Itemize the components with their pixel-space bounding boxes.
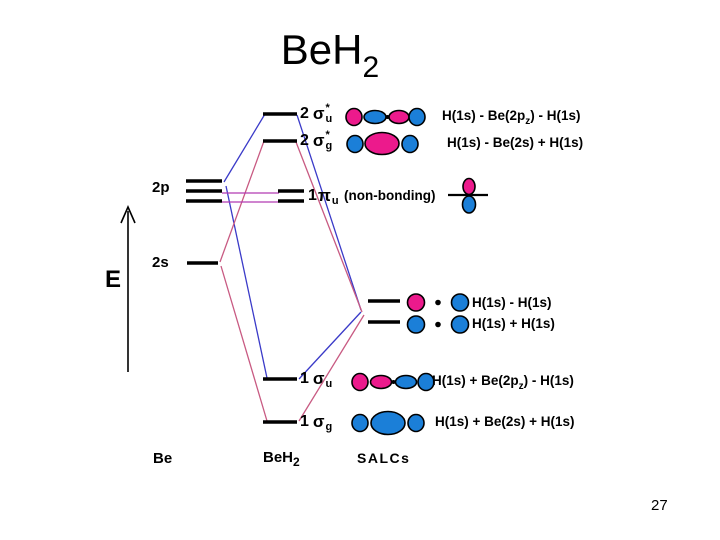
slide-title: BeH2 [0, 26, 660, 85]
column-footer-beh2: BeH2 [263, 449, 300, 469]
correlation-lines-right [295, 114, 365, 422]
column-footer-be: Be [153, 450, 173, 467]
combo-label-2sigmau: H(1s) - Be(2pz) - H(1s) [442, 108, 581, 127]
title-subscript: 2 [362, 51, 380, 84]
sigma2u-star-orbital-diagram [345, 107, 426, 127]
combo-label-2sigmag: H(1s) - Be(2s) + H(1s) [447, 135, 584, 150]
sigma1u-orbital-diagram [351, 372, 435, 392]
energy-axis-arrow [120, 205, 136, 372]
combo-label-1sigmau: H(1s) + Be(2pz) - H(1s) [432, 373, 574, 392]
ao-label-2s: 2s [152, 254, 169, 271]
combo-label-salc-plus: H(1s) + H(1s) [472, 316, 555, 331]
line-2p-to-1sigmau [225, 185, 268, 379]
sigma2g-star-orbital-diagram [346, 131, 419, 156]
nonbonding-note: (non-bonding) [344, 188, 436, 203]
line-salc-to-1sigmau [298, 311, 362, 380]
sigma1g-orbital-diagram [351, 410, 425, 436]
title-formula: BeH [280, 26, 363, 73]
energy-axis-label: E [105, 266, 122, 293]
salc-minus-orbital-diagram [406, 293, 470, 312]
salc-plus-orbital-diagram [406, 315, 470, 334]
correlation-lines-left [219, 113, 279, 422]
line-2s-to-1sigmag [220, 265, 268, 422]
combo-label-1sigmag: H(1s) + Be(2s) + H(1s) [435, 414, 575, 429]
line-salc-to-2sigmau [296, 114, 362, 311]
nonbonding-p-orbital-diagram [448, 177, 488, 214]
line-2p-to-2sigmau [223, 113, 266, 183]
column-footer-salcs: SALCs [357, 450, 411, 466]
line-salc-to-2sigmag [295, 141, 363, 313]
energy-levels [186, 112, 400, 424]
combo-label-salc-minus: H(1s) - H(1s) [472, 295, 552, 310]
page-number: 27 [651, 497, 668, 514]
line-salc-to-1sigmag [298, 314, 365, 422]
ao-label-2p: 2p [152, 179, 170, 196]
